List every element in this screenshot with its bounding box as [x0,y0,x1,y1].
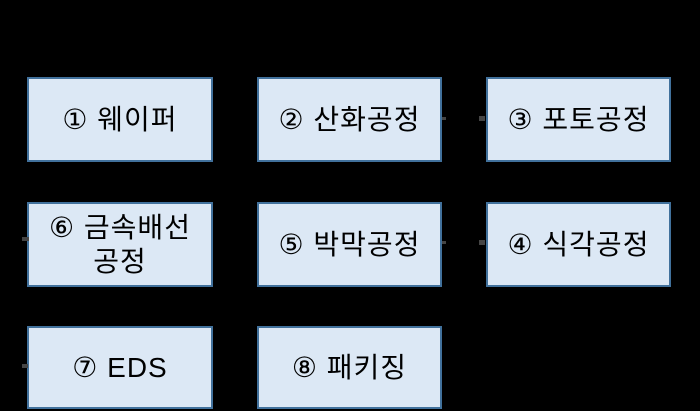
process-box-label: ⑤ 박막공정 [278,228,421,260]
process-box-label: ② 산화공정 [278,103,421,135]
process-box-label: ④ 식각공정 [507,228,650,260]
process-box-etching: ④ 식각공정 [486,202,671,287]
connector-stub [22,237,29,241]
process-box-wafer: ① 웨이퍼 [27,77,213,162]
connector-arrowhead-stub [479,116,485,121]
process-box-label: ⑦ EDS [72,351,168,383]
process-box-packaging: ⑧ 패키징 [257,326,442,409]
process-box-oxidation: ② 산화공정 [257,77,442,162]
connector-stub [442,241,446,244]
connector-stub [22,364,28,368]
process-box-photo: ③ 포토공정 [486,77,671,162]
process-box-label: ⑧ 패키징 [291,351,408,383]
process-box-label: ① 웨이퍼 [62,103,178,135]
process-box-thin-film: ⑤ 박막공정 [257,202,442,287]
process-box-label: ⑥ 금속배선 공정 [49,212,191,277]
connector-arrowhead-stub [479,240,485,245]
process-box-label: ③ 포토공정 [507,103,650,135]
connector-stub [442,117,446,120]
process-box-eds: ⑦ EDS [27,326,213,409]
process-box-metal-wiring: ⑥ 금속배선 공정 [27,202,213,287]
